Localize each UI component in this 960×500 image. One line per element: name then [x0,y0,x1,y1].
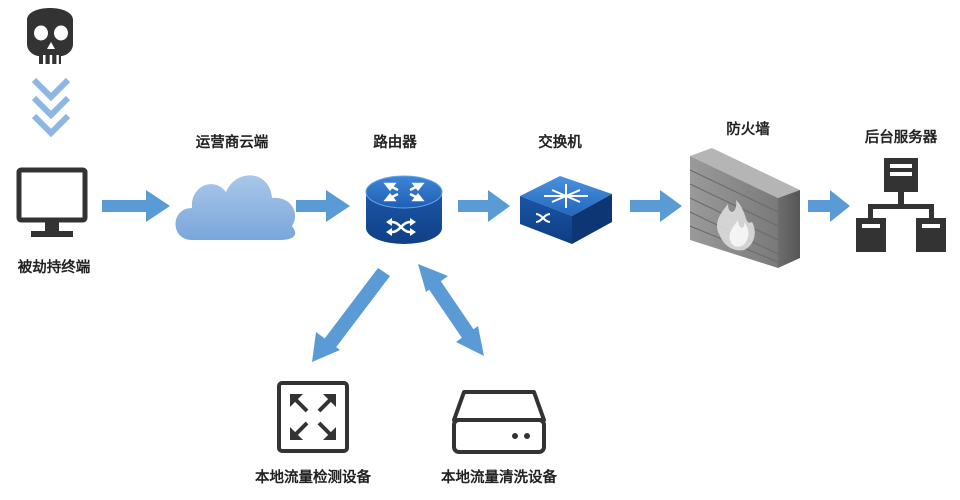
cloud-icon [175,175,296,240]
arrow-switch-to-firewall [630,190,682,222]
backend-server-label: 后台服务器 [865,128,938,146]
router-label: 路由器 [373,133,417,151]
firewall-label: 防火墙 [726,120,770,138]
router-icon [365,175,443,244]
local-scrubbing-label: 本地流量清洗设备 [441,468,557,486]
arrow-router-to-switch [458,190,510,222]
storage-drive-icon [452,390,546,454]
hijacked-terminal-label: 被劫持终端 [18,258,91,276]
arrow-terminal-to-cloud [102,190,170,222]
expand-arrows-icon [277,381,349,453]
arrow-cloud-to-router [296,190,350,222]
carrier-cloud-label: 运营商云端 [196,133,269,151]
switch-icon [520,176,612,244]
server-tree-icon [856,158,946,252]
local-detection-label: 本地流量检测设备 [255,468,371,486]
firewall-icon [689,148,800,268]
flow-arrows [102,190,850,222]
skull-icon [27,8,73,64]
arrow-firewall-to-server [808,190,850,222]
arrow-router-scrubbing-bidirectional [418,264,484,356]
monitor-icon [16,167,88,237]
chevron-down-arrows-icon [31,77,71,138]
arrow-router-to-detection [312,268,390,362]
switch-label: 交换机 [538,133,582,151]
